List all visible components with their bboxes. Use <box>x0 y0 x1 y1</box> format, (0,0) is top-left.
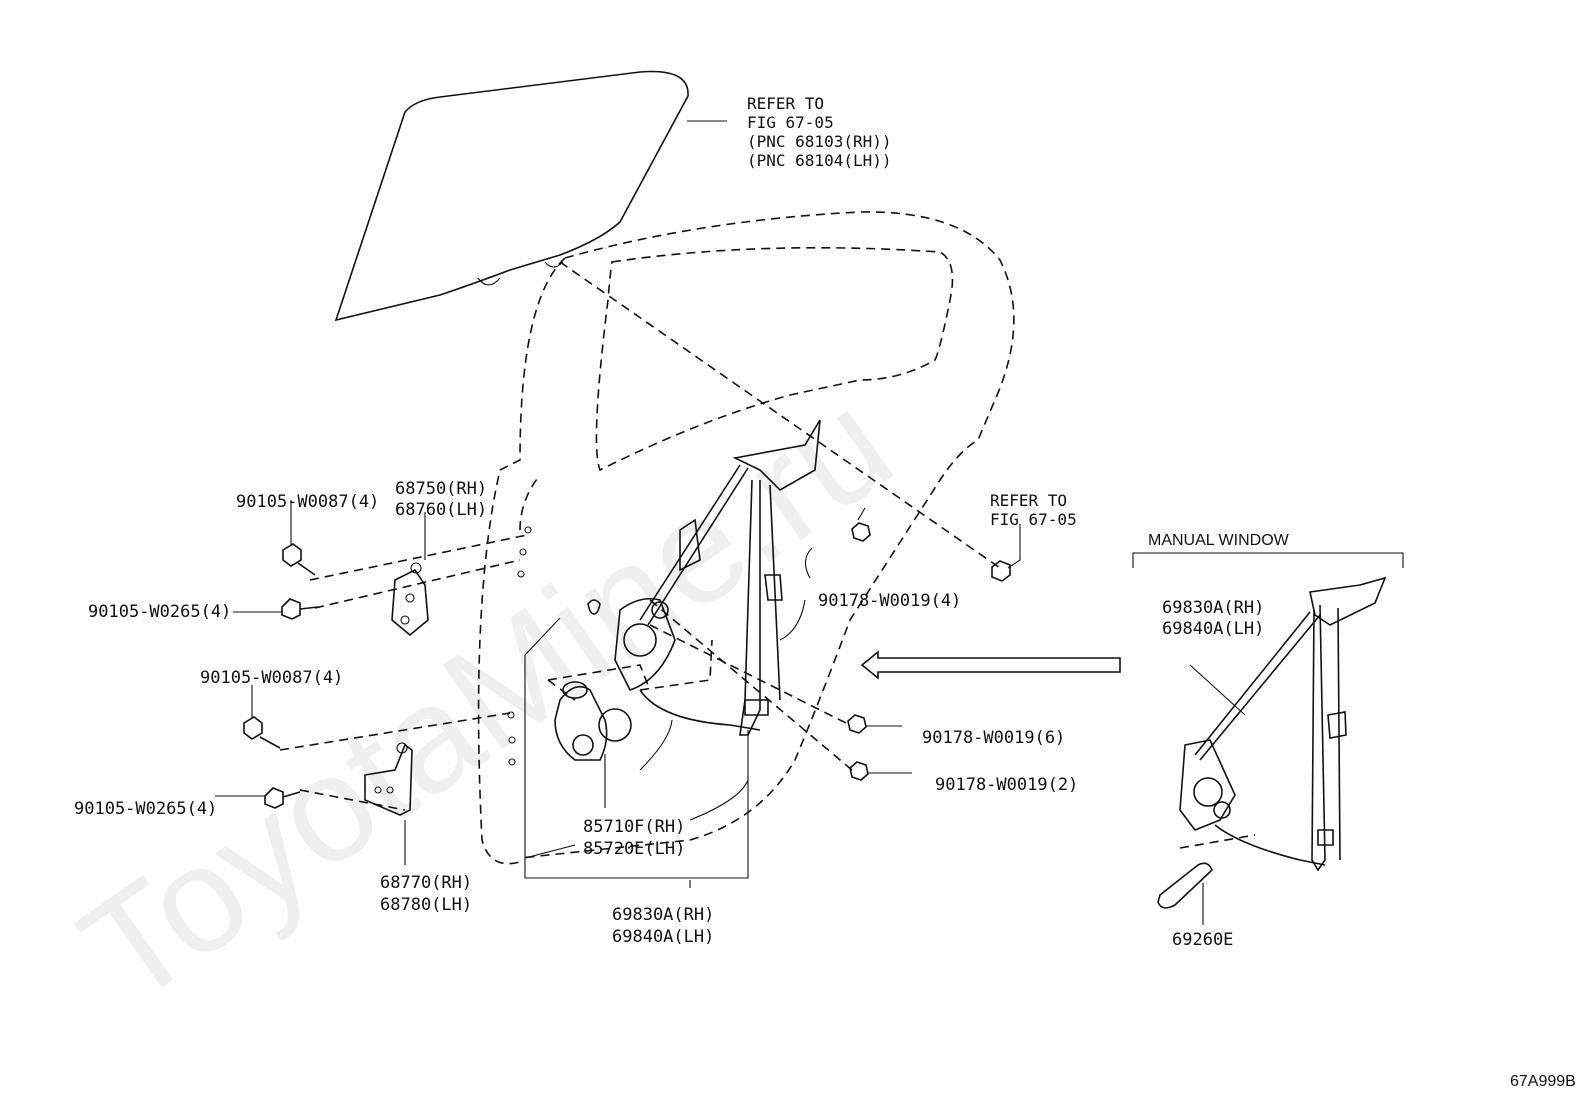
label-hinge-upper-lh: 68760(LH) <box>395 500 487 520</box>
label-regulator-rh: 69830A(RH) <box>612 905 714 925</box>
bolt-right <box>991 560 1011 582</box>
direction-arrow <box>860 650 1121 680</box>
window-motor <box>554 681 632 761</box>
label-nut-6: 90178-W0019(6) <box>922 728 1065 748</box>
manual-window-title: MANUAL WINDOW <box>1148 532 1290 549</box>
window-handle <box>1157 862 1213 909</box>
door-holes <box>507 526 532 766</box>
lower-hinge <box>364 742 413 816</box>
door-glass <box>334 70 689 322</box>
refer-right-line-2: FIG 67-05 <box>990 510 1077 529</box>
label-nut-2: 90178-W0019(2) <box>935 775 1078 795</box>
refer-top-line-1: REFER TO <box>747 94 824 113</box>
bolt-upper-a <box>282 543 316 576</box>
clip-part <box>587 599 601 615</box>
label-nut-4: 90178-W0019(4) <box>818 591 961 611</box>
nut-4 <box>851 522 871 542</box>
nut-2 <box>849 761 869 781</box>
label-hinge-lower-rh: 68770(RH) <box>380 873 472 893</box>
label-handle: 69260E <box>1172 930 1233 950</box>
bolt-lower-b <box>264 787 301 809</box>
label-hinge-upper-rh: 68750(RH) <box>395 479 487 499</box>
window-regulator <box>614 419 821 736</box>
relation-lines <box>279 261 1001 811</box>
refer-top-line-4: (PNC 68104(LH)) <box>747 151 892 170</box>
manual-leader-lines <box>1179 664 1256 925</box>
watermark-text: ToyotaMine.ru <box>52 358 920 1036</box>
upper-hinge <box>391 562 429 637</box>
label-motor-rh: 85710F(RH) <box>583 817 685 837</box>
label-hinge-lower-lh: 68780(LH) <box>380 895 472 915</box>
nut-6 <box>847 714 867 734</box>
label-bolt-0087-b: 90105-W0087(4) <box>200 668 343 688</box>
label-manual-regulator-rh: 69830A(RH) <box>1162 598 1264 618</box>
refer-top-line-2: FIG 67-05 <box>747 113 834 132</box>
bolt-upper-b <box>281 598 319 620</box>
label-bolt-0265-a: 90105-W0265(4) <box>88 602 231 622</box>
label-motor-lh: 85720E(LH) <box>583 839 685 859</box>
label-regulator-lh: 69840A(LH) <box>612 927 714 947</box>
refer-top-line-3: (PNC 68103(RH)) <box>747 132 892 151</box>
label-bolt-0087-a: 90105-W0087(4) <box>236 492 379 512</box>
leader-lines <box>215 120 1021 888</box>
refer-right-line-1: REFER TO <box>990 491 1067 510</box>
label-bolt-0265-b: 90105-W0265(4) <box>74 799 217 819</box>
bolt-lower-a <box>243 716 281 749</box>
figure-code: 67A999B <box>1510 1073 1576 1090</box>
manual-window-bracket <box>1132 552 1404 568</box>
label-manual-regulator-lh: 69840A(LH) <box>1162 619 1264 639</box>
door-panel-outline <box>477 211 1015 865</box>
manual-regulator <box>1179 576 1387 872</box>
